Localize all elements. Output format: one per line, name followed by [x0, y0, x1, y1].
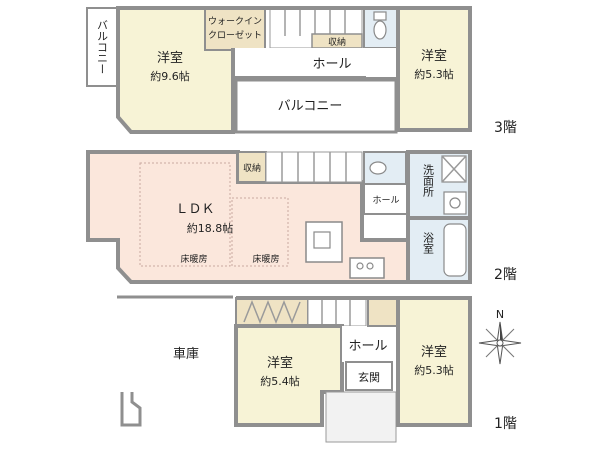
closet-east-1f	[367, 297, 399, 327]
entrance	[345, 361, 393, 391]
compass-north: N	[496, 308, 504, 321]
balcony-left	[86, 7, 118, 87]
floor-heating-1-label: 床暖房	[180, 253, 207, 265]
ldk-name: ＬＤＫ	[175, 202, 214, 217]
room-east-1f-size: 約5.3帖	[414, 363, 454, 377]
room-east-3f-name: 洋室	[421, 48, 447, 64]
room-east-1f-name: 洋室	[421, 344, 447, 360]
room-east-1f	[396, 296, 472, 427]
room-west-1f-size: 約5.4帖	[260, 374, 300, 388]
walkin-label-1: ウォークイン	[208, 16, 262, 27]
garage-post	[120, 392, 142, 427]
garage-label: 車庫	[173, 347, 199, 362]
hall-1f	[342, 326, 396, 362]
washroom-label: 洗面所	[422, 164, 435, 198]
room-west-3f-name: 洋室	[157, 50, 183, 66]
floor-heating-area-1	[139, 162, 231, 267]
room-west-3f-size: 約9.6帖	[150, 69, 190, 83]
balcony-center	[234, 78, 398, 134]
hall-2f	[363, 183, 409, 215]
hall-2f-label: ホール	[372, 195, 399, 206]
room-east-3f-size: 約5.3帖	[414, 67, 454, 81]
hall-1f-label: ホール	[348, 339, 387, 354]
bathroom-label: 浴室	[422, 232, 435, 254]
storage-2f-label: 収納	[243, 162, 261, 174]
hall-3f-label: ホール	[312, 57, 351, 72]
compass-icon: N	[478, 308, 522, 365]
floor-3: バルコニー ウォークイン クローゼット 収納 ホール 洋室 約9.6帖 洋室 約…	[86, 6, 517, 136]
storage-3f-label: 収納	[328, 36, 346, 48]
balcony-left-label: バルコニー	[96, 20, 109, 75]
walkin-closet	[204, 7, 266, 51]
ldk-size: 約18.8帖	[187, 221, 234, 235]
room-west-1f-name: 洋室	[267, 355, 293, 371]
floor-1-label: 1階	[494, 416, 517, 432]
kitchen-counter	[349, 257, 385, 279]
floor-heating-2-label: 床暖房	[252, 253, 279, 265]
balcony-center-label: バルコニー	[278, 99, 343, 114]
floor-2: 収納 ＬＤＫ 約18.8帖 床暖房 床暖房 ホール 洗面所 浴室 2階	[86, 150, 517, 284]
storage-2f	[237, 151, 267, 183]
floor-2-label: 2階	[494, 267, 517, 283]
walkin-label-2: クローゼット	[208, 29, 262, 41]
floor-heating-area-2	[231, 197, 289, 267]
entrance-label: 玄関	[358, 370, 380, 384]
hall-3f	[233, 48, 398, 78]
stairs-1f	[307, 297, 367, 327]
porch	[325, 391, 397, 443]
floor-3-label: 3階	[494, 120, 517, 136]
floor-1: 車庫 洋室 約5.4帖 ホール 玄関 洋室 約5.3帖 1階	[117, 295, 517, 443]
